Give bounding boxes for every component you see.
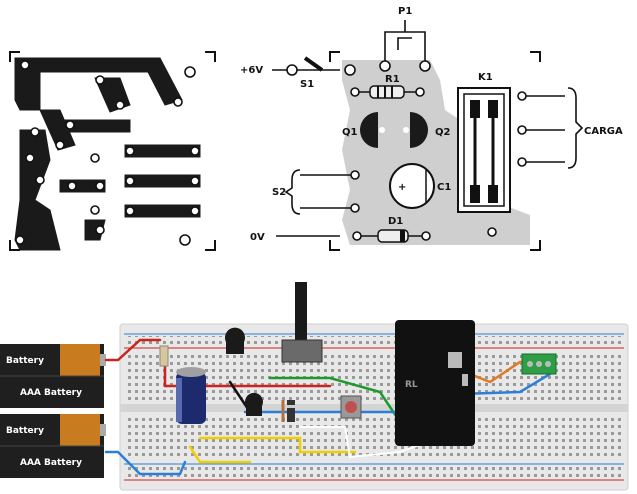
- q2-label: Q2: [435, 127, 451, 138]
- k1-label: K1: [478, 72, 493, 83]
- battery-1-label: Battery: [6, 356, 44, 366]
- r1-label: R1: [385, 74, 400, 85]
- carga-label: CARGA: [584, 126, 623, 137]
- component-layout-diagram: P1 +6V S1 R1 Q1 Q2 + C1 S2 D1: [230, 0, 637, 262]
- pcb-copper-layout: [0, 0, 230, 262]
- transistor-1: [225, 327, 245, 354]
- c1-plus-label: +: [398, 182, 406, 193]
- r1-resistor: [358, 85, 416, 99]
- zero-v-label: 0V: [250, 232, 265, 243]
- capacitor: [176, 367, 206, 424]
- wire-red-battery: [104, 338, 162, 362]
- s1-switch: [303, 56, 324, 72]
- diode: [287, 400, 295, 422]
- battery-2-label: Battery: [6, 426, 44, 436]
- battery-2-sub: AAA Battery: [20, 458, 82, 468]
- c1-label: C1: [437, 182, 451, 193]
- wire-blue-battery: [104, 450, 187, 476]
- wire-yellow-2: [188, 445, 252, 464]
- push-button: [340, 395, 362, 419]
- d1-diode: [360, 229, 426, 243]
- wire-blue-terminal: [458, 372, 552, 396]
- d1-label: D1: [388, 216, 403, 227]
- c1-capacitor: [389, 163, 435, 209]
- battery-1-sub: AAA Battery: [20, 388, 82, 398]
- relay: [395, 320, 475, 446]
- breadboard-diagram: Battery AAA Battery Battery AAA Battery: [0, 262, 637, 494]
- k1-relay: [457, 87, 511, 213]
- battery-2: [0, 414, 106, 478]
- battery-1: [0, 344, 106, 408]
- potentiometer: [281, 282, 323, 363]
- s1-label: S1: [300, 79, 314, 90]
- plus-6v-label: +6V: [240, 65, 263, 76]
- terminal-block: [521, 353, 557, 375]
- s2-label: S2: [272, 187, 286, 198]
- wire-yellow: [198, 436, 357, 454]
- q2-transistor: [403, 112, 428, 148]
- terminal-6v: [286, 64, 298, 76]
- relay-marking: RL: [405, 380, 418, 390]
- q1-transistor: [360, 112, 385, 148]
- p1-label: P1: [398, 6, 412, 17]
- q1-label: Q1: [342, 127, 358, 138]
- resistor: [159, 345, 169, 367]
- transistor-2: [244, 392, 263, 416]
- p1-potentiometer: [384, 20, 426, 62]
